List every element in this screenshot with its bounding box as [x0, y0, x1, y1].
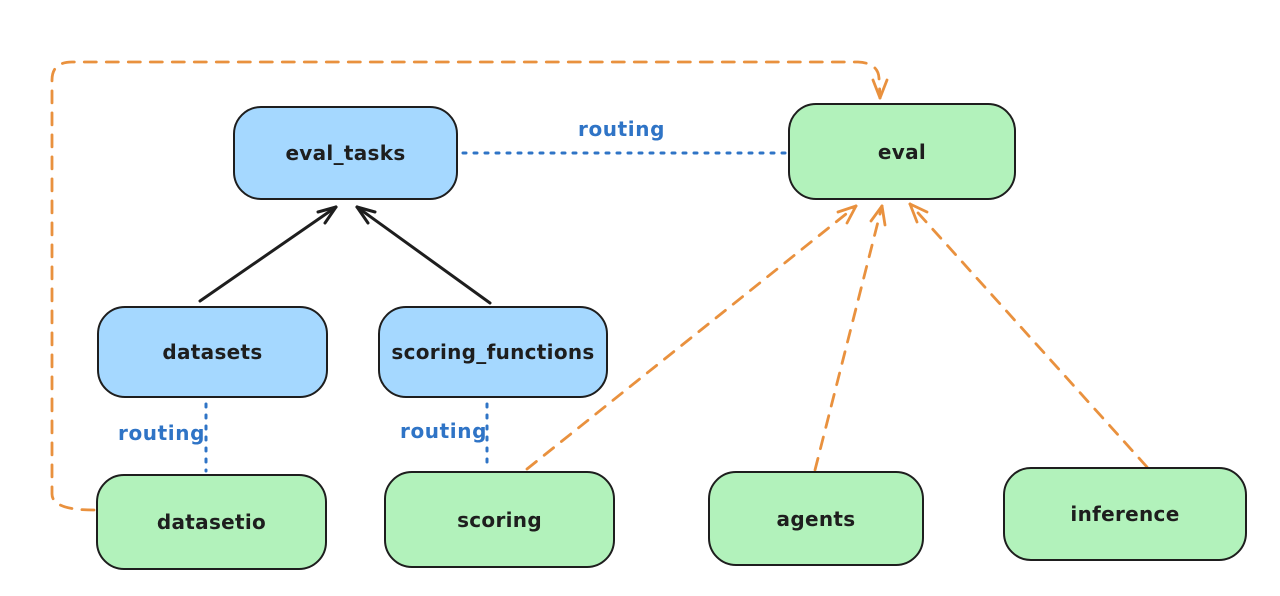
node-label: inference	[1070, 502, 1180, 526]
node-eval-tasks: eval_tasks	[233, 106, 458, 200]
node-label: agents	[776, 506, 856, 531]
edge-agents-to-eval-arrow	[813, 204, 887, 472]
node-label: datasets	[162, 340, 263, 364]
node-label: eval	[877, 139, 927, 164]
edge-scoring-functions-to-eval-tasks-arrow	[355, 205, 492, 305]
node-scoring-functions: scoring_functions	[378, 306, 608, 398]
edge-scoring-to-eval-arrow	[525, 204, 858, 471]
node-label: scoring_functions	[391, 340, 595, 364]
node-scoring: scoring	[384, 471, 615, 568]
edge-datasets-to-eval-tasks-arrow	[198, 205, 338, 303]
node-inference: inference	[1003, 467, 1247, 561]
node-datasets: datasets	[97, 306, 328, 398]
edge-label-routing-scoring-functions-scoring: routing	[400, 419, 488, 443]
edge-label-routing-eval-tasks-eval: routing	[578, 117, 666, 141]
node-eval: eval	[788, 103, 1016, 200]
node-agents: agents	[708, 471, 924, 566]
edge-label-routing-datasets-datasetio: routing	[118, 421, 206, 445]
node-label: scoring	[457, 507, 542, 532]
edge-inference-to-eval-arrow	[908, 202, 1149, 469]
node-datasetio: datasetio	[96, 474, 327, 570]
node-label: datasetio	[156, 510, 267, 534]
edge-datasetio-to-eval-arrow	[50, 60, 889, 512]
node-label: eval_tasks	[285, 141, 406, 165]
